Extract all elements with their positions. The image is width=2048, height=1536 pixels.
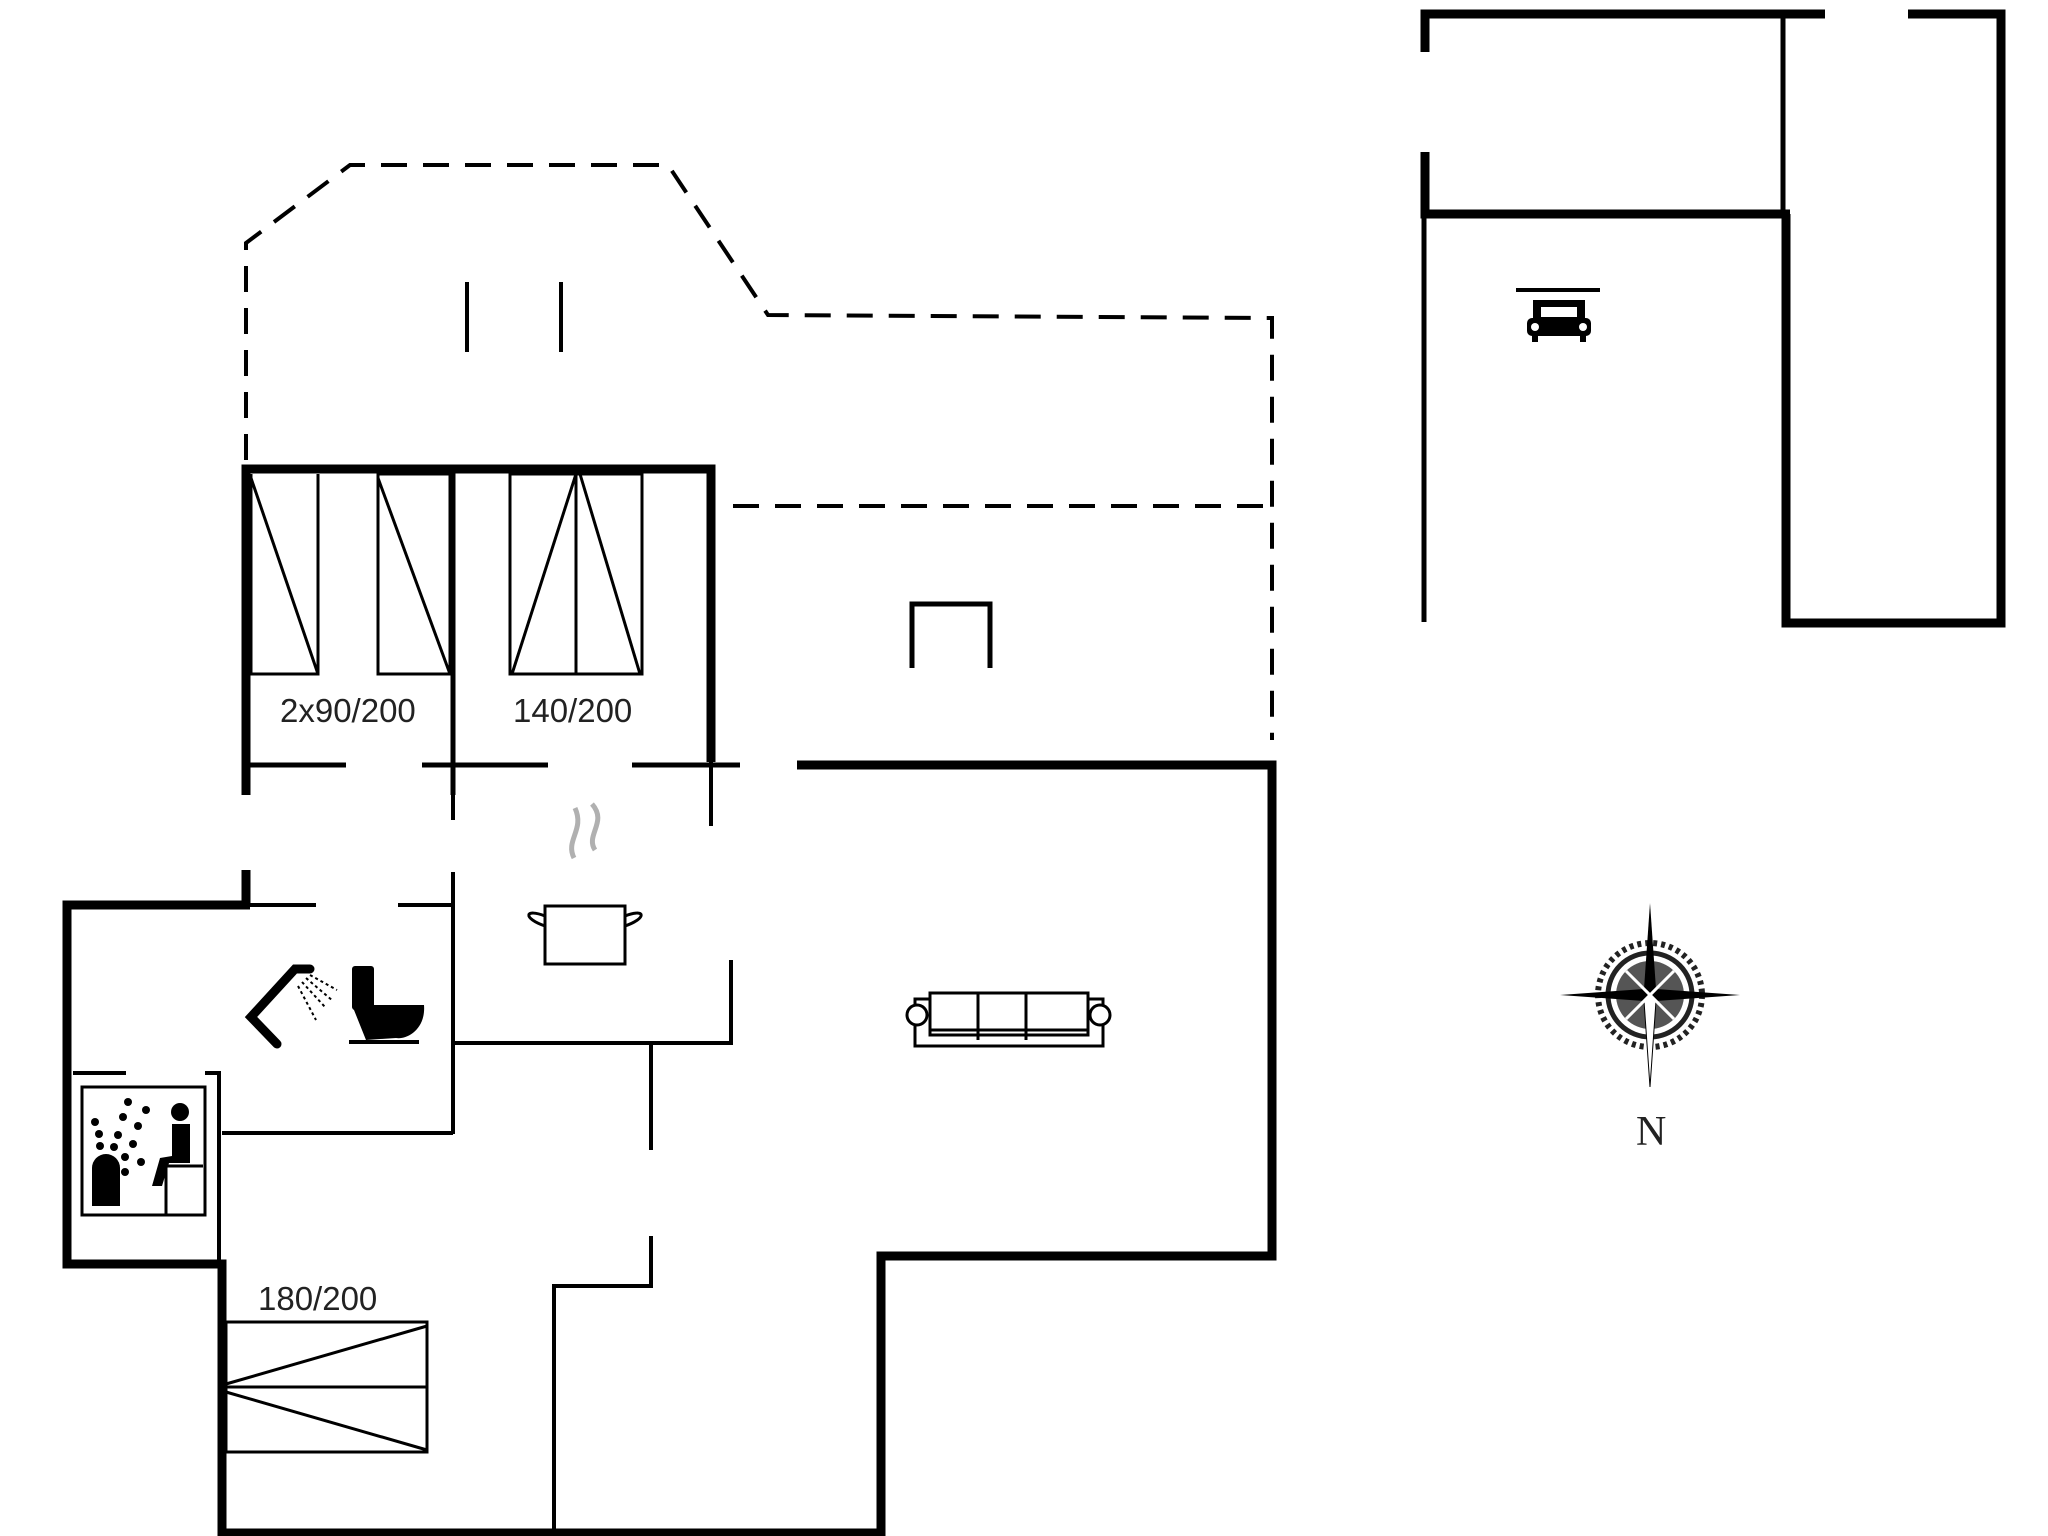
carport-walls (1420, 9, 2006, 628)
compass-rose-icon (1560, 903, 1740, 1088)
bed-double-top (508, 472, 644, 676)
bed-label-twin: 2x90/200 (280, 692, 416, 729)
main-walls (62, 760, 1277, 1536)
sauna-icon (80, 1085, 207, 1217)
bed-double-bottom (224, 1320, 429, 1454)
sofa-icon (905, 991, 1112, 1048)
compass-north-label: N (1636, 1109, 1667, 1155)
fireplace (909, 601, 993, 668)
bed-twin-2 (376, 472, 452, 676)
bed-label-double-bottom: 180/200 (258, 1280, 378, 1317)
toilet-icon (349, 966, 425, 1044)
bed-twin-1 (249, 474, 320, 676)
bed-label-double-top: 140/200 (513, 692, 633, 729)
car-icon (1516, 288, 1600, 342)
terrace-outline (244, 163, 1274, 740)
cooking-pot-icon (527, 802, 643, 966)
shower-icon (244, 964, 338, 1049)
bedroom-block-walls (241, 464, 740, 795)
terrace-posts (465, 282, 563, 352)
